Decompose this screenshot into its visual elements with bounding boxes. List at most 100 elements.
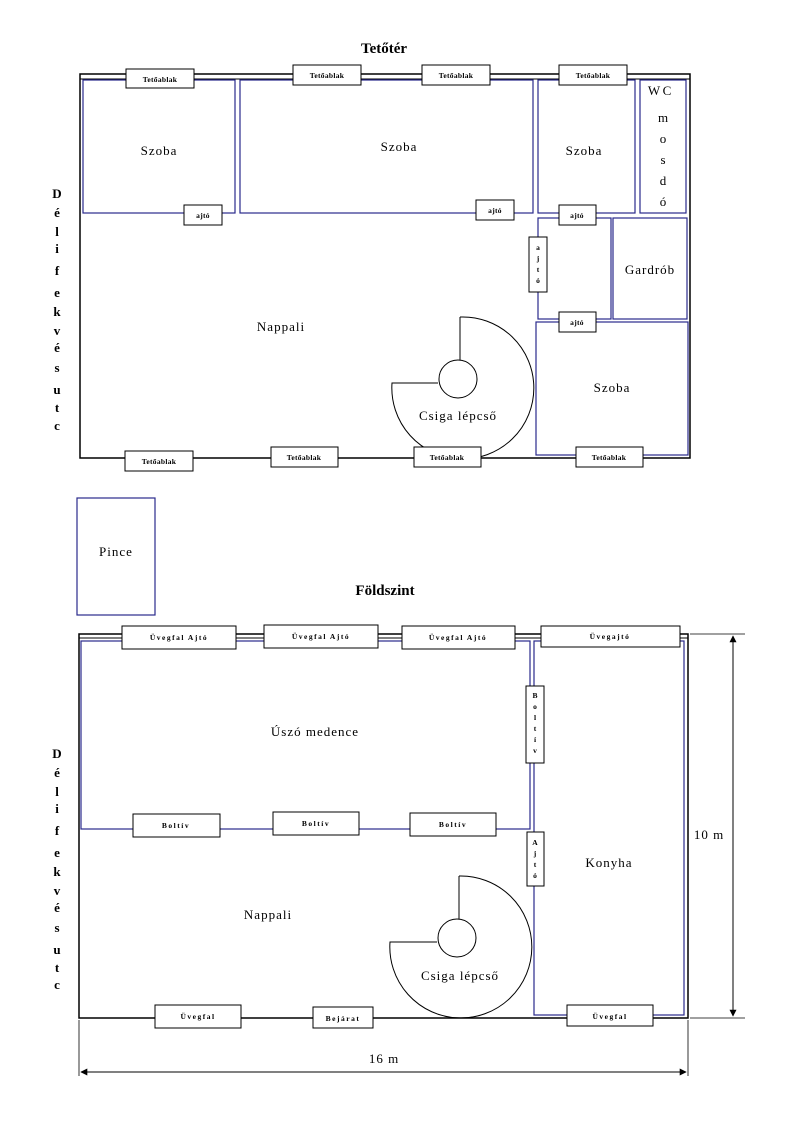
room-2-outline — [239, 79, 534, 214]
hallway-outline — [537, 217, 612, 320]
door-vertical-letter-1: a — [536, 243, 540, 252]
door-room-3-label: ajtó — [570, 211, 584, 220]
ground-street-letter-6: e — [54, 845, 60, 860]
ground-street-letter-2: é — [54, 765, 60, 780]
skylight-top-2-label: Tetőablak — [310, 71, 345, 80]
door-room-1-label: ajtó — [196, 211, 210, 220]
washroom-letter-2: o — [660, 131, 667, 146]
ground-street-label: D é l i f e k v é s u t c — [52, 746, 61, 992]
height-label: 10 m — [694, 827, 724, 842]
glass-wall-2-label: Üvegfal — [592, 1012, 627, 1021]
upper-street-label: D é l i f e k v é s u t c a — [52, 186, 61, 433]
glass-door-3: Üvegfal Ajtó — [401, 625, 516, 650]
upper-street-letter-5: f — [55, 263, 60, 278]
door-room-3: ajtó — [558, 204, 597, 226]
door-room-2: ajtó — [475, 199, 515, 221]
arch-vertical-letter-1: B — [532, 691, 537, 700]
ground-street-letter-1: D — [52, 746, 61, 761]
skylight-top-3: Tetőablak — [421, 64, 491, 86]
cellar-outline — [76, 497, 156, 616]
skylight-bottom-2: Tetőablak — [270, 446, 339, 468]
ground-street-letter-12: t — [55, 960, 60, 975]
kitchen-door-vertical: A j t ó — [526, 831, 545, 887]
glass-door-4-label: Üvegajtó — [590, 632, 631, 641]
ground-spiral-staircase — [389, 875, 533, 1019]
arch-2: Boltív — [272, 811, 360, 836]
ground-street-letter-3: l — [55, 784, 59, 799]
entrance-label: Bejárat — [326, 1014, 361, 1023]
upper-street-letter-2: é — [54, 205, 60, 220]
skylight-bottom-4: Tetőablak — [575, 446, 644, 468]
ground-street-letter-5: f — [55, 823, 60, 838]
height-dimension — [690, 633, 745, 1019]
skylight-top-4-label: Tetőablak — [576, 71, 611, 80]
skylight-top-3-label: Tetőablak — [439, 71, 474, 80]
upper-floor — [79, 73, 691, 459]
wardrobe-label: Gardrób — [625, 262, 675, 277]
living-room-label: Nappali — [257, 319, 305, 334]
kitchen-door-letter-4: ó — [533, 871, 537, 880]
upper-outer-wall — [79, 73, 691, 459]
skylight-top-1-label: Tetőablak — [143, 75, 178, 84]
room-4-label: Szoba — [594, 380, 631, 395]
glass-door-2-label: Üvegfal Ajtó — [292, 632, 350, 641]
entrance: Bejárat — [312, 1006, 374, 1029]
width-dimension — [78, 1020, 689, 1076]
skylight-bottom-3-label: Tetőablak — [430, 453, 465, 462]
arch-3-label: Boltív — [439, 820, 467, 829]
glass-door-2: Üvegfal Ajtó — [263, 624, 379, 649]
skylight-bottom-3: Tetőablak — [413, 446, 482, 468]
glass-wall-2: Üvegfal — [566, 1004, 654, 1027]
upper-street-letter-1: D — [52, 186, 61, 201]
skylight-bottom-1-label: Tetőablak — [142, 457, 177, 466]
ground-floor-title: Földszint — [355, 583, 414, 599]
washroom-letter-3: s — [660, 152, 665, 167]
kitchen-door-letter-3: t — [534, 860, 537, 869]
skylight-bottom-1: Tetőablak — [124, 450, 194, 472]
arch-vertical: B o l t í v — [525, 685, 545, 764]
pool-label: Úszó medence — [271, 724, 359, 739]
upper-street-letter-7: k — [53, 304, 61, 319]
room-2-label: Szoba — [381, 139, 418, 154]
kitchen-door-letter-2: j — [533, 849, 537, 858]
ground-stairs-label: Csiga lépcső — [421, 968, 499, 983]
upper-stairs-label: Csiga lépcső — [419, 408, 497, 423]
upper-floor-title: Tetőtér — [361, 41, 407, 57]
glass-door-4: Üvegajtó — [540, 625, 681, 648]
door-vertical-letter-4: ó — [536, 276, 540, 285]
skylight-top-1: Tetőablak — [125, 68, 195, 89]
washroom-letter-5: ó — [660, 194, 667, 209]
washroom-letter-1: m — [658, 110, 668, 125]
upper-street-letter-3: l — [55, 224, 59, 239]
door-room-1: ajtó — [183, 204, 223, 226]
wc-letter-1: W — [648, 83, 661, 98]
ground-street-letter-4: i — [55, 801, 59, 816]
upper-street-letter-13: c — [54, 418, 60, 433]
skylight-top-4: Tetőablak — [558, 64, 628, 86]
glass-wall-1-label: Üvegfal — [180, 1012, 215, 1021]
washroom-letter-4: d — [660, 173, 667, 188]
upper-street-letter-12: t — [55, 400, 60, 415]
room-1-label: Szoba — [141, 143, 178, 158]
kitchen-door-letter-1: A — [532, 838, 538, 847]
arch-2-label: Boltív — [302, 819, 330, 828]
ground-street-letter-9: é — [54, 900, 60, 915]
upper-street-letter-10: s — [54, 360, 59, 375]
arch-vertical-letter-3: l — [534, 713, 536, 722]
upper-street-letter-11: u — [53, 382, 60, 397]
door-vertical-letter-3: t — [537, 265, 540, 274]
ground-living-room-label: Nappali — [244, 907, 292, 922]
upper-street-letter-9: é — [54, 340, 60, 355]
ground-street-letter-7: k — [53, 864, 61, 879]
glass-door-1-label: Üvegfal Ajtó — [150, 633, 208, 642]
ground-street-letter-8: v — [54, 883, 61, 898]
cellar-label: Pince — [99, 544, 133, 559]
door-hallway-vertical: a j t ó — [528, 236, 548, 293]
skylight-top-2: Tetőablak — [292, 64, 362, 86]
upper-spiral-staircase — [391, 316, 535, 460]
wc-letter-2: C — [663, 83, 672, 98]
ground-outer-wall — [78, 633, 689, 1019]
kitchen-outline — [533, 640, 685, 1016]
ground-street-letter-11: u — [53, 942, 60, 957]
